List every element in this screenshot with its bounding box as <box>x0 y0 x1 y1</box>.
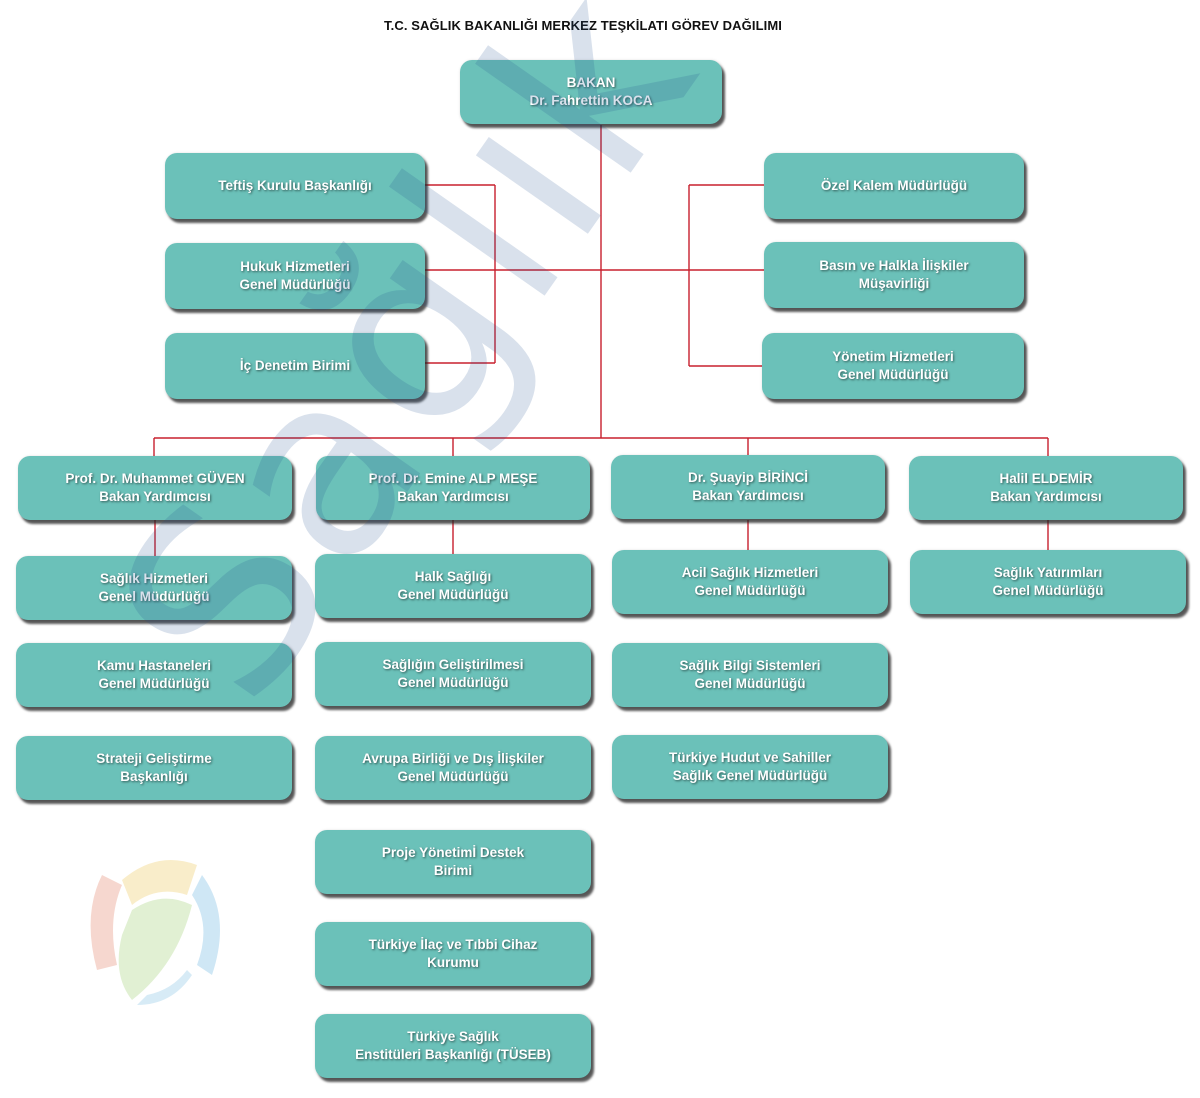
minister-label: BAKAN Dr. Fahrettin KOCA <box>529 75 653 108</box>
unit-label: Özel Kalem Müdürlüğü <box>820 178 968 193</box>
unit-label: İç Denetim Birimi <box>239 358 351 373</box>
deputy-box-1[interactable]: Prof. Dr. Muhammet GÜVEN Bakan Yardımcıs… <box>18 456 292 520</box>
unit-label: Hukuk Hizmetleri Genel Müdürlüğü <box>239 259 351 292</box>
unit-label: Teftiş Kurulu Başkanlığı <box>218 178 372 193</box>
unit-box-teftis[interactable]: Teftiş Kurulu Başkanlığı <box>165 153 425 219</box>
unit-label: Acil Sağlık Hizmetleri Genel Müdürlüğü <box>681 565 819 598</box>
logo-sphere-icon <box>90 860 220 1005</box>
unit-box-ozel-kalem[interactable]: Özel Kalem Müdürlüğü <box>764 153 1024 219</box>
unit-label: Sağlığın Geliştirilmesi Genel Müdürlüğü <box>382 657 524 690</box>
unit-box-ic-denetim[interactable]: İç Denetim Birimi <box>165 333 425 399</box>
unit-box-hudut-sahiller[interactable]: Türkiye Hudut ve Sahiller Sağlık Genel M… <box>612 735 888 799</box>
unit-box-yonetim[interactable]: Yönetim Hizmetleri Genel Müdürlüğü <box>762 333 1024 399</box>
deputy-box-4[interactable]: Halil ELDEMİR Bakan Yardımcısı <box>909 456 1183 520</box>
unit-label: Sağlık Bilgi Sistemleri Genel Müdürlüğü <box>679 658 821 691</box>
unit-label: Yönetim Hizmetleri Genel Müdürlüğü <box>832 349 954 382</box>
unit-box-saglik-yatirimlari[interactable]: Sağlık Yatırımları Genel Müdürlüğü <box>910 550 1186 614</box>
unit-box-halk-sagligi[interactable]: Halk Sağlığı Genel Müdürlüğü <box>315 554 591 618</box>
deputy-label: Prof. Dr. Emine ALP MEŞE Bakan Yardımcıs… <box>368 471 538 504</box>
unit-box-acil-saglik[interactable]: Acil Sağlık Hizmetleri Genel Müdürlüğü <box>612 550 888 614</box>
chart-title: T.C. SAĞLIK BAKANLIĞI MERKEZ TEŞKİLATI G… <box>384 18 782 33</box>
unit-label: Sağlık Yatırımları Genel Müdürlüğü <box>992 565 1104 598</box>
unit-label: Basın ve Halkla İlişkiler Müşavirliği <box>819 258 969 291</box>
minister-box[interactable]: BAKAN Dr. Fahrettin KOCA <box>460 60 722 124</box>
unit-label: Avrupa Birliği ve Dış İlişkiler Genel Mü… <box>362 751 544 784</box>
deputy-box-2[interactable]: Prof. Dr. Emine ALP MEŞE Bakan Yardımcıs… <box>316 456 590 520</box>
deputy-box-3[interactable]: Dr. Şuayip BİRİNCİ Bakan Yardımcısı <box>611 455 885 519</box>
unit-box-titck[interactable]: Türkiye İlaç ve Tıbbi Cihaz Kurumu <box>315 922 591 986</box>
unit-label: Halk Sağlığı Genel Müdürlüğü <box>397 569 509 602</box>
deputy-label: Halil ELDEMİR Bakan Yardımcısı <box>990 471 1102 504</box>
unit-label: Sağlık Hizmetleri Genel Müdürlüğü <box>98 571 210 604</box>
unit-box-sagligin-gelistirilmesi[interactable]: Sağlığın Geliştirilmesi Genel Müdürlüğü <box>315 642 591 706</box>
unit-label: Türkiye Hudut ve Sahiller Sağlık Genel M… <box>668 750 832 783</box>
unit-label: Strateji Geliştirme Başkanlığı <box>96 751 212 784</box>
unit-label: Türkiye Sağlık Enstitüleri Başkanlığı (T… <box>355 1029 551 1062</box>
deputy-label: Prof. Dr. Muhammet GÜVEN Bakan Yardımcıs… <box>65 471 245 504</box>
unit-box-kamu-hastaneleri[interactable]: Kamu Hastaneleri Genel Müdürlüğü <box>16 643 292 707</box>
unit-label: Türkiye İlaç ve Tıbbi Cihaz Kurumu <box>368 937 538 970</box>
unit-label: Kamu Hastaneleri Genel Müdürlüğü <box>96 658 212 691</box>
unit-box-proje-yonetimi[interactable]: Proje Yönetimİ Destek Birimi <box>315 830 591 894</box>
deputy-label: Dr. Şuayip BİRİNCİ Bakan Yardımcısı <box>687 470 809 503</box>
unit-box-tuseb[interactable]: Türkiye Sağlık Enstitüleri Başkanlığı (T… <box>315 1014 591 1078</box>
unit-box-basin[interactable]: Basın ve Halkla İlişkiler Müşavirliği <box>764 242 1024 308</box>
unit-box-strateji[interactable]: Strateji Geliştirme Başkanlığı <box>16 736 292 800</box>
unit-box-avrupa-birligi[interactable]: Avrupa Birliği ve Dış İlişkiler Genel Mü… <box>315 736 591 800</box>
unit-box-hukuk[interactable]: Hukuk Hizmetleri Genel Müdürlüğü <box>165 243 425 309</box>
unit-box-saglik-bilgi-sistemleri[interactable]: Sağlık Bilgi Sistemleri Genel Müdürlüğü <box>612 643 888 707</box>
unit-box-saglik-hizmetleri[interactable]: Sağlık Hizmetleri Genel Müdürlüğü <box>16 556 292 620</box>
unit-label: Proje Yönetimİ Destek Birimi <box>381 845 525 878</box>
